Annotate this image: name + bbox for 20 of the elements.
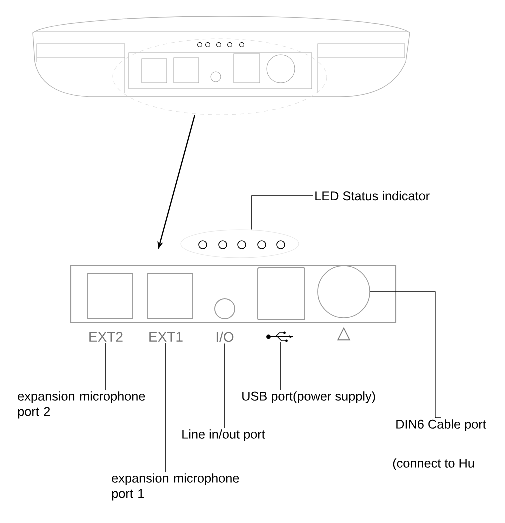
callout-text: DIN6 Cable port (396, 420, 486, 432)
led-cluster (180, 230, 300, 258)
callout-text: USB port(power supply) (242, 392, 376, 404)
callout-text: Line in/out port (182, 430, 266, 442)
port-label: EXT2 (90, 332, 123, 342)
port-label: I/O (216, 332, 234, 342)
din-socket (318, 266, 370, 318)
callout-text: expansion microphone port 1 (112, 474, 240, 501)
callout-text: expansion microphone port 2 (18, 392, 146, 419)
port-label: EXT1 (150, 332, 183, 342)
device-drawing (32, 16, 410, 116)
port-panel (70, 265, 397, 324)
callout-text: LED Status indicator (316, 191, 430, 201)
note-text: (connect to Hu (393, 458, 474, 470)
leader-line (280, 342, 282, 390)
leader-line (252, 196, 314, 230)
leader-line (224, 343, 226, 428)
port-symbol: △ (337, 327, 351, 341)
usb-icon (266, 332, 294, 342)
leader-line (370, 292, 442, 418)
